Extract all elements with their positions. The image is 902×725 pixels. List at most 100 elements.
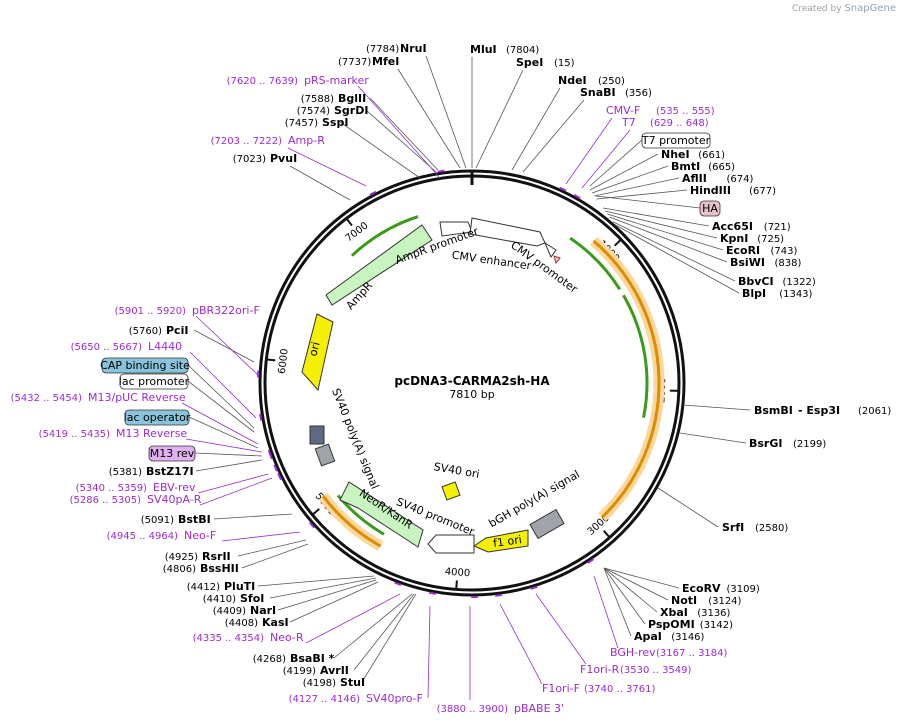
leader — [607, 213, 724, 251]
nrui-name: NruI — [400, 42, 427, 55]
sv40-promoter-shape — [427, 534, 475, 554]
primer-name: L4440 — [148, 340, 182, 353]
enzyme-left-pos: (7023) — [233, 154, 266, 165]
primer-mark — [573, 194, 581, 200]
leader — [475, 69, 524, 169]
primer-name: Neo-R — [270, 631, 304, 644]
primer-mark — [394, 581, 402, 586]
primer-name: SV40pA-R — [147, 493, 202, 506]
bgh-polya-shape — [529, 508, 565, 540]
enzyme-right-name: AflII — [682, 172, 707, 185]
leader — [425, 55, 467, 169]
primer-leader — [581, 129, 631, 189]
box-ha-box — [699, 200, 721, 217]
primer-pos: (5340 .. 5359) — [76, 483, 148, 494]
lac-block — [309, 425, 325, 445]
enzyme-left-name: SspI — [322, 116, 348, 129]
leader — [522, 99, 585, 173]
leader — [603, 567, 680, 589]
primer-pos: (5650 .. 5667) — [71, 342, 143, 353]
leader — [195, 459, 263, 472]
enzyme-right-pos: (725) — [757, 234, 784, 245]
enzyme-left-name: BsaBI * — [290, 652, 335, 665]
credit-prefix: Created by — [792, 4, 842, 14]
primer-mark — [428, 591, 437, 595]
box-cap-binding-site-text: CAP binding site — [100, 359, 190, 372]
primer-pos: (4335 .. 4354) — [193, 633, 265, 644]
bsrgi-pos: (2199) — [793, 439, 826, 450]
primer-mark — [587, 558, 594, 564]
leader — [612, 221, 736, 282]
tick-mark — [603, 530, 611, 539]
enzyme-left-name: RsrII — [202, 550, 231, 563]
leader — [397, 68, 461, 169]
feature-shapes — [301, 217, 565, 554]
primer-name: pRS-marker — [304, 74, 369, 87]
leader — [657, 487, 719, 528]
leader — [361, 593, 417, 683]
primer-name: pBR322ori-F — [192, 304, 260, 317]
tick-label: 6000 — [277, 348, 291, 375]
label-sv40-polya: SV40 poly(A) signal — [329, 386, 381, 490]
enzyme-br-name: EcoRV — [682, 582, 721, 595]
snabi-name: SnaBI — [580, 86, 616, 99]
box-lac-operator-text: lac operator — [124, 411, 191, 424]
primer-pos: (3530 .. 3549) — [620, 665, 692, 676]
primer-leader — [197, 473, 269, 494]
primer-leader — [287, 147, 367, 187]
enzyme-right-pos: (838) — [775, 258, 802, 269]
tick-label: 4000 — [444, 566, 470, 579]
primer-pos: (535 .. 555) — [656, 106, 715, 117]
primer-mark — [308, 521, 316, 529]
primer-mark — [277, 473, 282, 481]
enzyme-left-name: AvrII — [320, 664, 349, 677]
neor-shape — [339, 481, 424, 548]
enzyme-left-pos: (4408) — [225, 618, 258, 629]
leader — [603, 567, 646, 625]
tick-mark — [345, 217, 353, 227]
mfei-pos: (7737) — [338, 57, 371, 68]
enzyme-left-pos: (4925) — [165, 552, 198, 563]
enzyme-right-pos: (743) — [771, 246, 798, 257]
box-cap-binding-site-leader — [187, 364, 255, 429]
leader — [602, 207, 710, 227]
enzyme-left-name: StuI — [340, 676, 365, 689]
ndei-name: NdeI — [558, 74, 587, 87]
leader — [369, 97, 439, 171]
cmv-enhancer-shape — [469, 217, 546, 247]
leader — [353, 593, 415, 671]
primer-leader — [357, 85, 441, 179]
primer-pos: (3740 .. 3761) — [584, 684, 656, 695]
leader — [511, 87, 561, 171]
enzyme-left-pos: (5381) — [109, 467, 142, 478]
cds-arc — [592, 239, 661, 519]
neo-orf-arc — [336, 494, 385, 536]
leader — [269, 577, 377, 599]
feature-arcs — [257, 169, 665, 598]
primer-leader — [185, 438, 263, 453]
leader — [213, 513, 293, 520]
primer-mark — [437, 169, 445, 173]
enzyme-left-name: BssHII — [200, 562, 239, 575]
primer-pos: (3880 .. 3900) — [437, 704, 509, 715]
primer-name: Neo-F — [184, 529, 216, 542]
box-m13-rev-text: M13 rev — [150, 447, 195, 460]
bsmbi-name: BsmBI — [754, 404, 793, 417]
orf-arc-right — [622, 294, 649, 418]
leader — [605, 210, 718, 239]
enzyme-left-pos: (4199) — [283, 666, 316, 677]
leader — [339, 121, 421, 179]
plasmid-length: 7810 bp — [449, 388, 494, 401]
enzyme-right-name: EcoRI — [726, 244, 760, 257]
spei-pos: (15) — [554, 58, 575, 69]
leader — [257, 575, 375, 587]
enzyme-left-name: PluTI — [224, 580, 255, 593]
enzyme-left-pos: (4409) — [213, 606, 246, 617]
leader — [241, 543, 309, 569]
enzyme-br-name: XbaI — [660, 606, 688, 619]
label-sv40-ori: SV40 ori — [433, 460, 481, 481]
primer-leader — [305, 593, 401, 644]
primer-mark — [268, 452, 273, 460]
enzyme-left-name: PciI — [166, 324, 188, 337]
